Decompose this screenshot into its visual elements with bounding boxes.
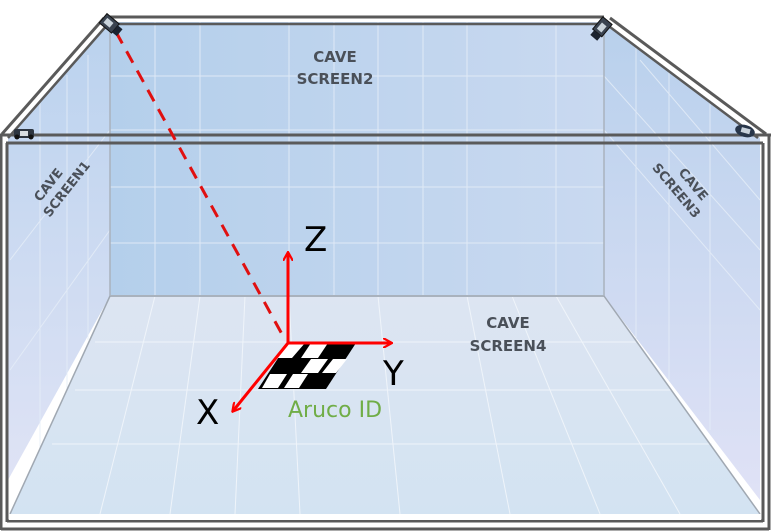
screen2-label-line2: SCREEN2 (297, 70, 374, 88)
aruco-marker (258, 343, 356, 389)
coordinate-axes (233, 253, 391, 411)
aruco-label: Aruco ID (288, 398, 382, 423)
camera-right-icon (735, 124, 755, 138)
camera-ray (114, 31, 285, 337)
camera-top-right-icon (590, 16, 613, 41)
screen-back: CAVE SCREEN2 (110, 22, 604, 296)
camera-top-left-icon (98, 12, 123, 37)
screen2-label-line1: CAVE (313, 48, 356, 66)
x-axis (233, 342, 290, 411)
x-axis-label: X (196, 393, 219, 433)
y-axis-label: Y (382, 354, 404, 394)
camera-left-icon (14, 129, 34, 140)
z-axis-label: Z (304, 220, 327, 260)
screen4-label-line2: SCREEN4 (470, 337, 547, 355)
screen-floor: CAVE SCREEN4 (9, 295, 761, 515)
screen4-label-line1: CAVE (486, 314, 529, 332)
cave-frame (0, 15, 771, 531)
